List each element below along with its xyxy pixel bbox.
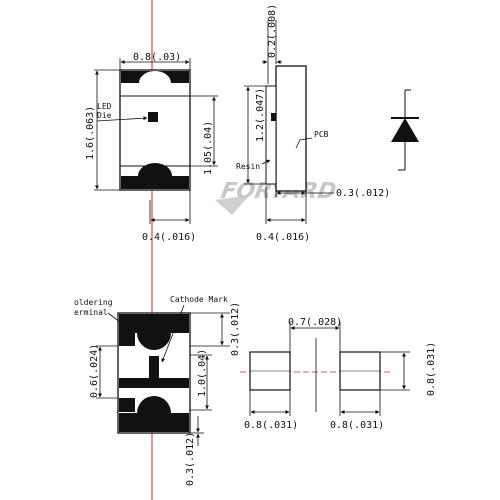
soldering-label-2: erminal xyxy=(74,308,108,317)
resin-label: Resin xyxy=(236,162,260,171)
bottom-pad xyxy=(121,163,189,189)
side-height-dim: 1.2(.047) xyxy=(255,88,266,142)
soldering-leader xyxy=(107,312,129,329)
soldering-label-1: oldering xyxy=(74,298,113,307)
led-die-label-2: Die xyxy=(97,111,112,120)
side-right-dim: 0.3(.012) xyxy=(336,188,390,199)
top-view: LED Die 0.8(.03) 1.6(.063) 1.05(.04) 0.4… xyxy=(85,52,218,243)
bottom-bot-pad-dim: 0.3(.012) xyxy=(185,432,196,486)
resin-body xyxy=(265,85,277,185)
bottom-left-dim: 0.6(.024) xyxy=(89,344,100,398)
cathode-bar xyxy=(119,378,189,388)
bottom-top-pad-dim: 0.3(.012) xyxy=(230,302,241,356)
pcb-body xyxy=(275,65,307,192)
top-inner-dim: 1.05(.04) xyxy=(203,121,214,175)
bottom-view: oldering erminal Cathode Mark 0.3(.012) … xyxy=(74,295,241,486)
bottom-top-pad xyxy=(119,314,189,350)
cathode-mark-label: Cathode Mark xyxy=(170,295,228,304)
bottom-top-pad-foot xyxy=(119,333,135,346)
pcb-label: PCB xyxy=(314,130,329,139)
footprint-view: 0.7(.028) 0.8(.031) 0.8(.031) 0.8(.031) xyxy=(240,317,437,431)
top-height-dim: 1.6(.063) xyxy=(85,106,96,160)
footprint-height-dim: 0.8(.031) xyxy=(426,342,437,396)
footprint-gap-dim: 0.7(.028) xyxy=(288,317,342,328)
resin-leader xyxy=(261,159,271,165)
top-pad-dim: 0.4(.016) xyxy=(142,232,196,243)
bottom-bot-pad-foot xyxy=(119,398,135,412)
pcb-leader xyxy=(295,137,313,149)
top-pad xyxy=(121,71,189,83)
footprint-left-width-dim: 0.8(.031) xyxy=(244,420,298,431)
led-die-label-1: LED xyxy=(97,102,112,111)
bottom-bot-pad xyxy=(119,396,189,432)
cathode-stub xyxy=(149,356,159,378)
footprint-right-width-dim: 0.8(.031) xyxy=(330,420,384,431)
diode-symbol-icon xyxy=(391,89,419,171)
bottom-mid-dim: 1.0(.04) xyxy=(197,349,208,397)
led-die-leader xyxy=(96,116,148,122)
cathode-leader xyxy=(161,304,185,363)
top-width-dim: 0.8(.03) xyxy=(133,52,181,63)
led-die xyxy=(148,112,158,122)
side-view: 0.2(.008) 1.2(.047) PCB Resin 0.3(.012) … xyxy=(236,4,390,243)
side-die xyxy=(271,113,276,121)
side-top-dim: 0.2(.008) xyxy=(267,4,278,58)
side-bottom-dim: 0.4(.016) xyxy=(256,232,310,243)
